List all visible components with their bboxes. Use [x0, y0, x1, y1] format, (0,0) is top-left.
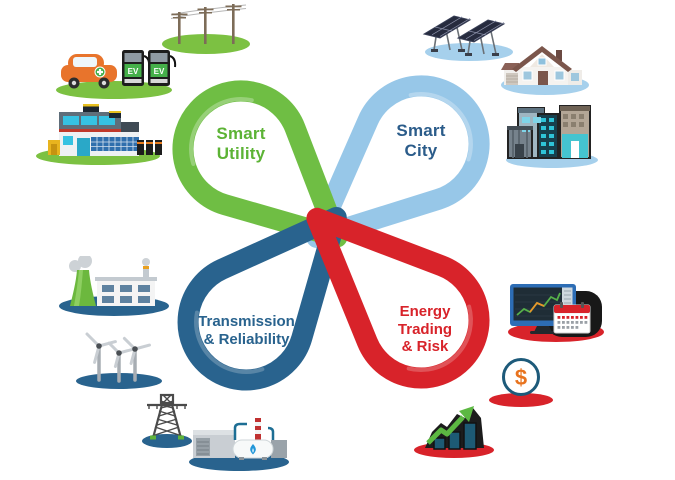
- svg-text:$: $: [515, 365, 527, 390]
- ev-car: [61, 54, 117, 89]
- label-line: Transmission: [198, 313, 295, 330]
- label-line: Energy: [399, 303, 451, 320]
- label-line: Smart: [216, 124, 266, 143]
- smart-utility-loop: [172, 80, 348, 248]
- label-line: Smart: [396, 121, 446, 140]
- svg-text:EV: EV: [154, 67, 165, 76]
- solar-tracker: [422, 15, 472, 52]
- growth-chart-icon: [414, 406, 494, 458]
- transmission-reliability-label: Transmission & Reliability: [174, 313, 319, 348]
- smart-building-icon: [36, 104, 162, 165]
- solar-tracker: [456, 19, 506, 56]
- battery-units: [137, 140, 162, 155]
- calendar: [553, 302, 591, 334]
- label-line: City: [404, 141, 438, 160]
- svg-text:EV: EV: [128, 67, 139, 76]
- energy-trading-risk-loop: [306, 207, 490, 389]
- energy-trading-risk-label: Energy Trading & Risk: [366, 303, 484, 356]
- ev-charger-unit: EV: [122, 50, 151, 86]
- ev-charger-unit: EV: [148, 50, 177, 86]
- trading-screens-icon: [508, 284, 604, 342]
- dollar-coin-icon: $: [489, 358, 553, 407]
- power-plant-icon: [59, 256, 169, 316]
- label-line: Trading: [397, 320, 453, 338]
- power-lines-icon: [162, 4, 250, 54]
- solar-panels-icon: [422, 15, 513, 61]
- transmission-tower-icon: [142, 393, 192, 448]
- label-line: Utility: [216, 144, 266, 163]
- ev-charging-icon: EV EV: [56, 50, 177, 99]
- wind-turbines-icon: [76, 332, 162, 389]
- smart-home-icon: [501, 46, 589, 95]
- gas-plant-icon: [189, 418, 289, 471]
- smart-utility-label: Smart Utility: [178, 124, 304, 164]
- label-line: & Reliability: [203, 330, 290, 348]
- transmission-reliability-loop: [177, 207, 347, 391]
- city-buildings-icon: [506, 105, 598, 168]
- smart-city-loop: [306, 75, 490, 248]
- striped-chimney: [255, 418, 261, 440]
- smart-city-label: Smart City: [358, 121, 484, 161]
- label-line: & Risk: [401, 338, 449, 355]
